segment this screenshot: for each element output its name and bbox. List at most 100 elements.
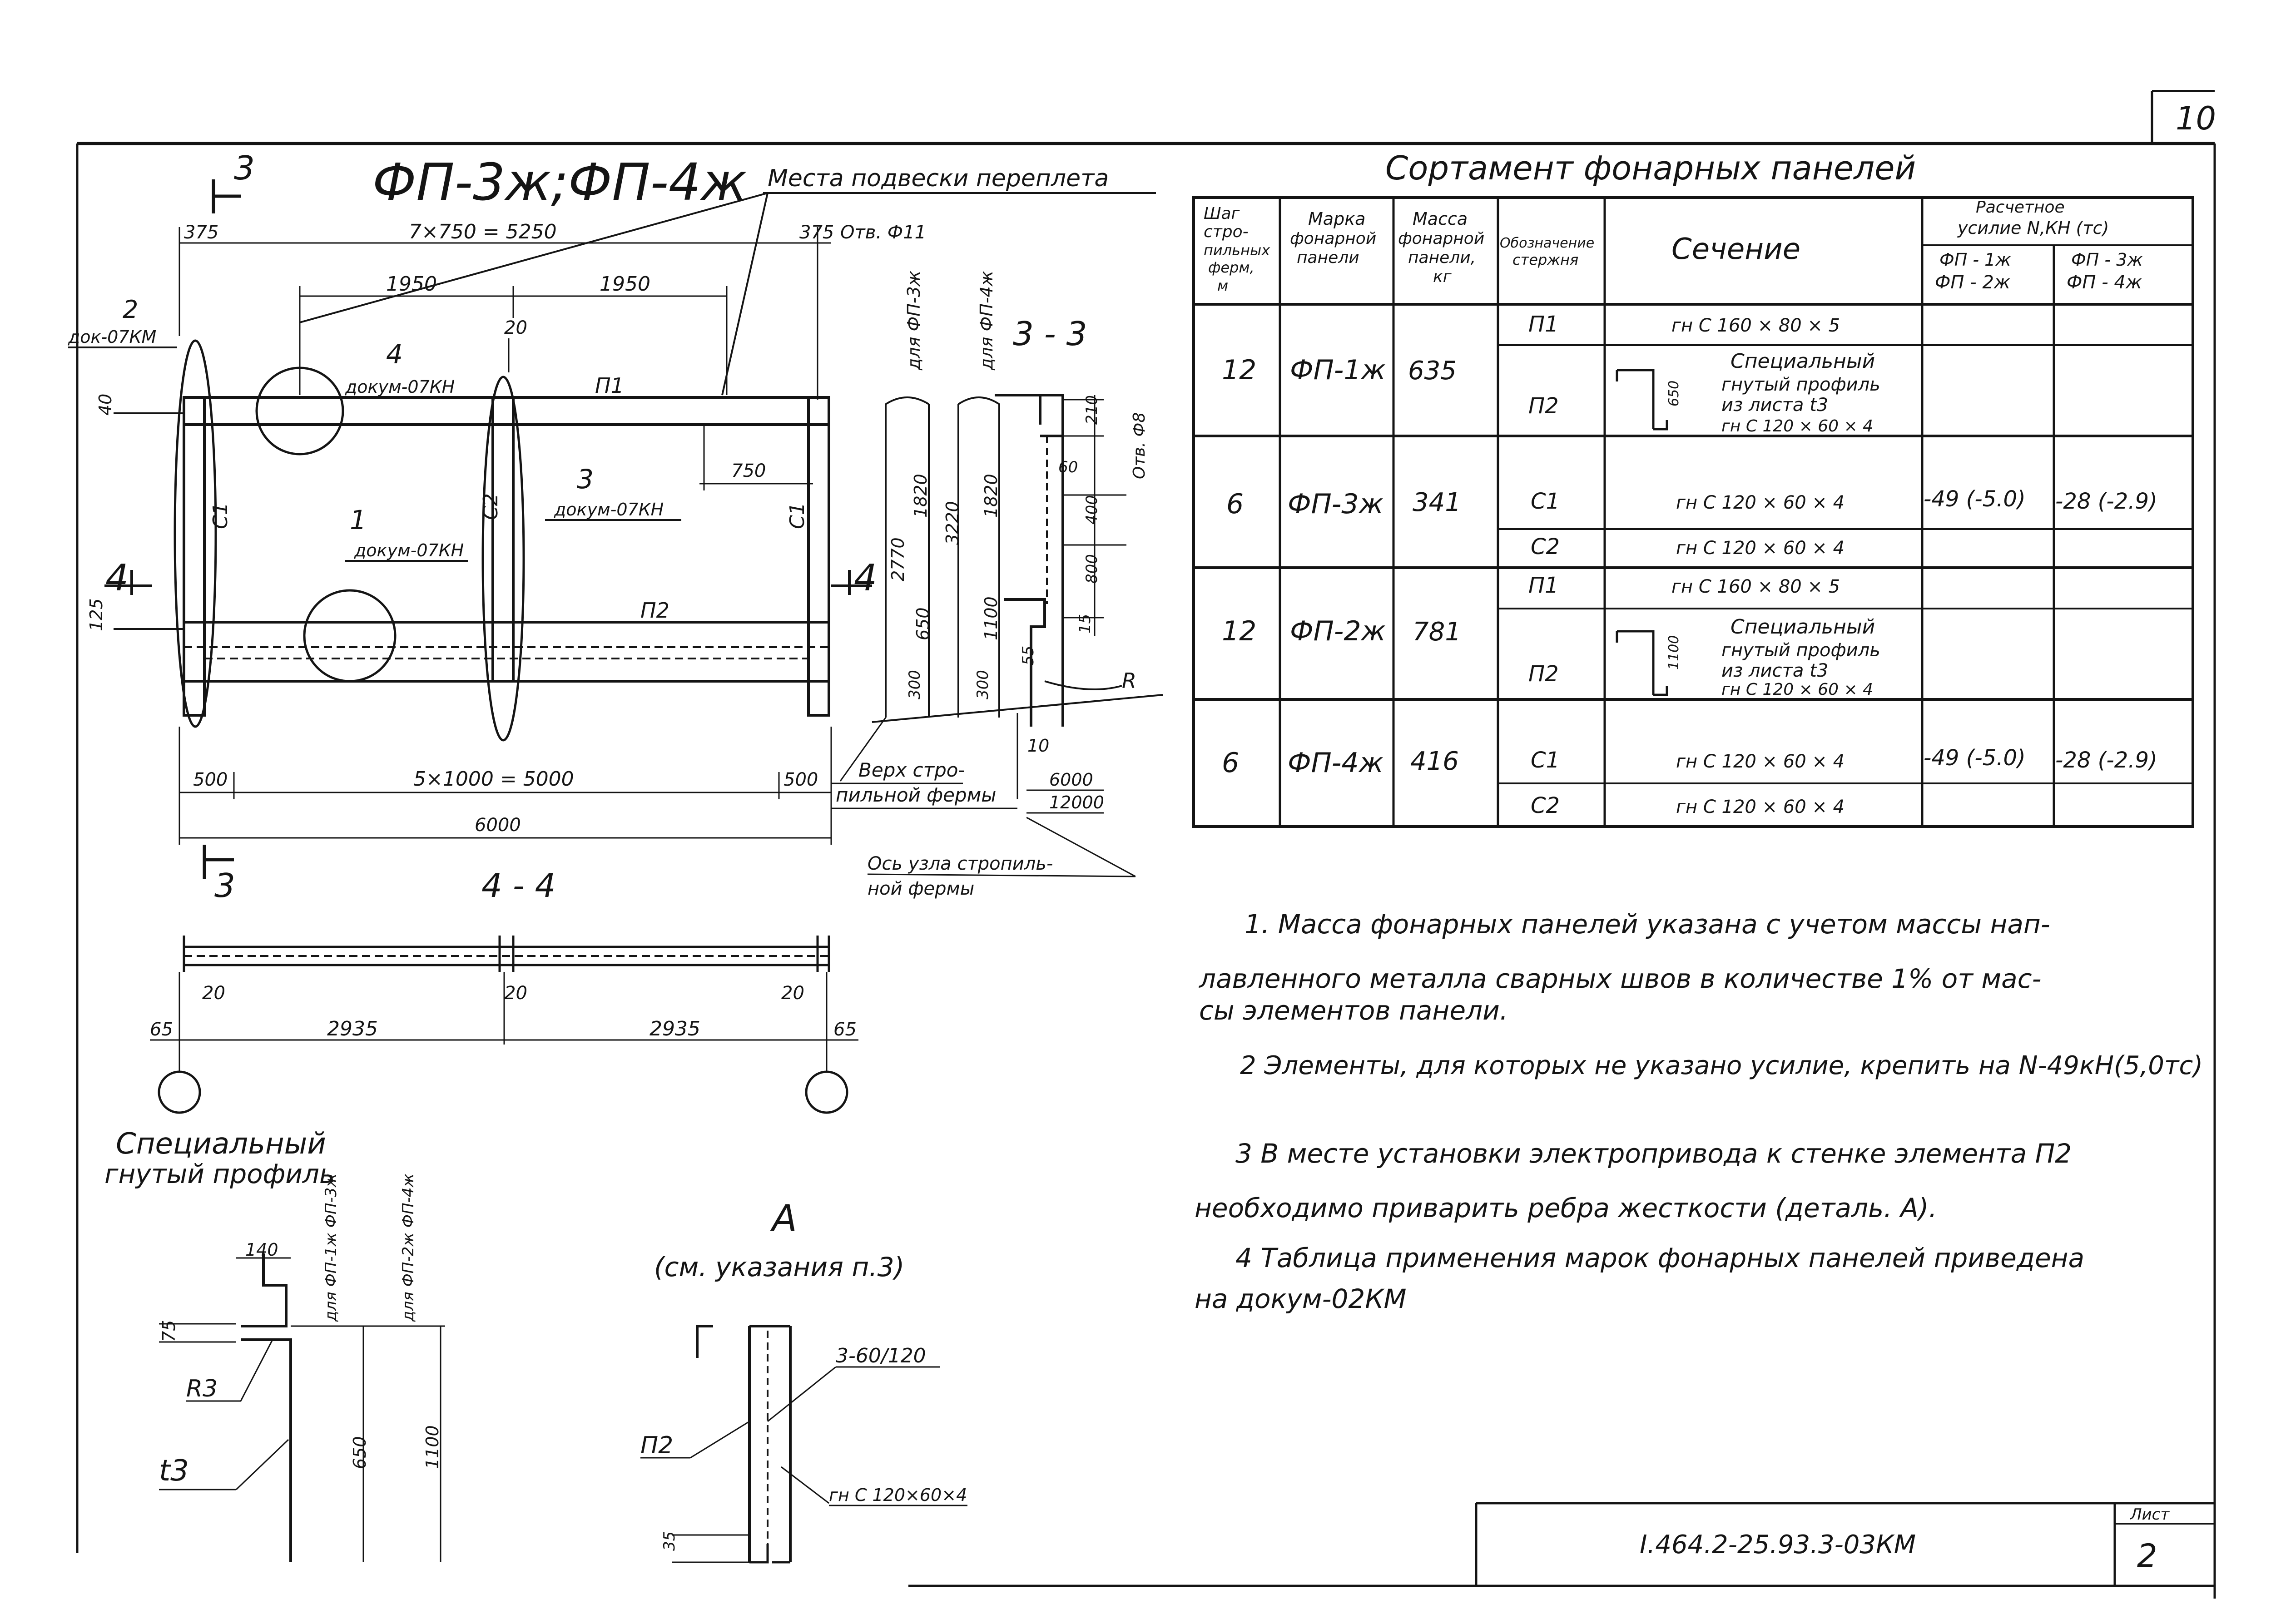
row-mass: 416: [1410, 747, 1459, 776]
section-mark-4-right: [831, 570, 872, 595]
callout-3-number: 3: [577, 464, 594, 495]
dim-5000: 5×1000 = 5000: [413, 767, 574, 791]
dim-300-b: 300: [974, 670, 992, 699]
axis-marker-right: [805, 1070, 848, 1114]
profile-for-fp13: для ФП-1ж ФП-3ж: [322, 1173, 340, 1322]
dim-400: 400: [1083, 495, 1101, 525]
detail-a-title: А: [770, 1197, 797, 1239]
row-step: 6: [1226, 488, 1244, 520]
row-bar: П2: [1528, 661, 1559, 687]
header-mark-3: панели: [1297, 248, 1359, 267]
dim-55: 55: [1019, 646, 1037, 665]
label-c1-right: С1: [786, 502, 809, 529]
row-mass: 635: [1408, 356, 1457, 386]
post-right: [807, 396, 830, 717]
section-mark-3-top: [212, 179, 241, 213]
dim-500-right: 500: [783, 769, 818, 790]
note-1-line2: лавленного металла сварных швов в количе…: [1199, 963, 2042, 994]
dim-60: 60: [1058, 458, 1078, 476]
truss-axis-line1: Ось узла стропиль-: [868, 853, 1053, 874]
profile-sketch-650: [1616, 369, 1668, 431]
callout-4-circle: [255, 366, 344, 456]
row-section-special-4: гн С 120 × 60 × 4: [1721, 680, 1873, 699]
row-bar: С1: [1531, 489, 1560, 514]
dim-375-left: 375: [184, 222, 218, 243]
label-p1: П1: [595, 373, 624, 398]
note-1-line1: 1. Масса фонарных панелей указана с учет…: [1245, 909, 2050, 940]
detail-a: А (см. указания п.3) 3-60/120 П2 гн С 12…: [640, 1197, 967, 1564]
document-code: I.464.2-25.93.3-03КМ: [1640, 1530, 1916, 1560]
dim-1950-right: 1950: [600, 272, 650, 296]
row-section: гн С 120 × 60 × 4: [1676, 538, 1845, 559]
row-force-b: -28 (-2.9): [2055, 489, 2157, 514]
header-mass-4: кг: [1433, 267, 1452, 286]
section-33-title: 3 - 3: [1013, 315, 1087, 353]
radius-R3: R3: [186, 1375, 218, 1402]
header-bar-1: Обозначение: [1500, 235, 1594, 251]
header-mass-1: Масса: [1413, 209, 1468, 229]
bottom-chord-p2: [183, 621, 830, 683]
sheet-number: 2: [2137, 1537, 2157, 1574]
callout-3-doc: докум-07КН: [554, 500, 664, 520]
row-step: 12: [1222, 615, 1256, 647]
callout-1-number: 1: [350, 505, 367, 535]
truss-axis-line2: ной фермы: [868, 878, 974, 899]
dim-12000-truss: 12000: [1049, 792, 1104, 812]
header-mass-2: фонарной: [1398, 229, 1484, 248]
sheet-frame: [76, 90, 2216, 1599]
row-mass: 781: [1413, 617, 1461, 647]
section-4-4: 4 - 4 65 20 2935 20 2935 20 65: [150, 866, 858, 1114]
note-2: 2 Элементы, для которых не указано усили…: [1240, 1051, 2203, 1080]
dim-800: 800: [1083, 554, 1101, 584]
dim-375-right: 375: [799, 222, 834, 243]
row-section-special-1: Специальный: [1731, 350, 1875, 373]
row-step: 6: [1222, 747, 1239, 779]
front-view: ФП-3ж;ФП-4ж 3 4 4 Места подвески перепле…: [68, 149, 1156, 905]
label-for-fp3: для ФП-3ж: [904, 271, 924, 371]
row-mark: ФП-1ж: [1290, 354, 1386, 386]
axis-marker-left: [158, 1070, 201, 1114]
post-left: [183, 396, 206, 717]
truss-top-line2: пильной фермы: [836, 784, 996, 806]
dim-10: 10: [1027, 736, 1049, 756]
note-3-line1: 3 В месте установки электропривода к сте…: [1235, 1138, 2072, 1169]
header-force-2: усилие N,КН (тс): [1957, 218, 2109, 238]
header-mark-2: фонарной: [1290, 229, 1376, 248]
callout-3-outline: [481, 376, 525, 742]
hole-note-d11: Отв. Ф11: [840, 222, 926, 243]
header-col-a-1: ФП - 1ж: [1939, 250, 2011, 270]
note-4-line1: 4 Таблица применения марок фонарных пане…: [1235, 1243, 2084, 1273]
special-profile-detail: Специальный гнутый профиль 140 75 R3 t3 …: [104, 1127, 445, 1562]
callout-1-doc: докум-07КН: [354, 540, 464, 560]
row-bar: С2: [1531, 534, 1560, 559]
row-bar: С2: [1531, 793, 1560, 818]
dim-2935-b: 2935: [650, 1017, 700, 1040]
header-col-b-1: ФП - 3ж: [2071, 250, 2143, 270]
row-mark: ФП-3ж: [1288, 488, 1383, 520]
row-section: гн С 120 × 60 × 4: [1676, 797, 1845, 817]
callout-4-number: 4: [386, 339, 403, 370]
header-step-5: м: [1217, 277, 1228, 294]
callout-2-number: 2: [123, 295, 138, 324]
header-section: Сечение: [1671, 233, 1800, 266]
notes: 1. Масса фонарных панелей указана с учет…: [1195, 909, 2203, 1314]
header-mark-1: Марка: [1308, 209, 1365, 229]
row-section-special-3: из листа t3: [1721, 660, 1828, 681]
front-view-title: ФП-3ж;ФП-4ж: [372, 153, 747, 212]
dim-750: 750: [731, 460, 766, 481]
header-bar-2: стержня: [1512, 251, 1578, 268]
dim-1950-left: 1950: [386, 272, 437, 296]
section-3-3: 3 - 3 для ФП-3ж для ФП-4ж 2770 1820 1820…: [831, 271, 1163, 899]
hole-note-d8: Отв. Ф8: [1130, 412, 1149, 479]
profile-dim-650: 650: [350, 1436, 370, 1469]
header-step-3: пильных: [1204, 242, 1270, 259]
section-mark-3-top-label: 3: [234, 149, 255, 187]
header-step-4: ферм,: [1208, 259, 1255, 276]
callout-2-outline: [174, 339, 217, 728]
profile-sketch-dim-650: 650: [1666, 381, 1682, 406]
section-mark-3-bottom-label: 3: [214, 866, 235, 905]
callout-2-doc: док-07КМ: [68, 327, 156, 347]
row-mark: ФП-4ж: [1288, 747, 1383, 779]
sheet-label: Лист: [2129, 1505, 2170, 1524]
